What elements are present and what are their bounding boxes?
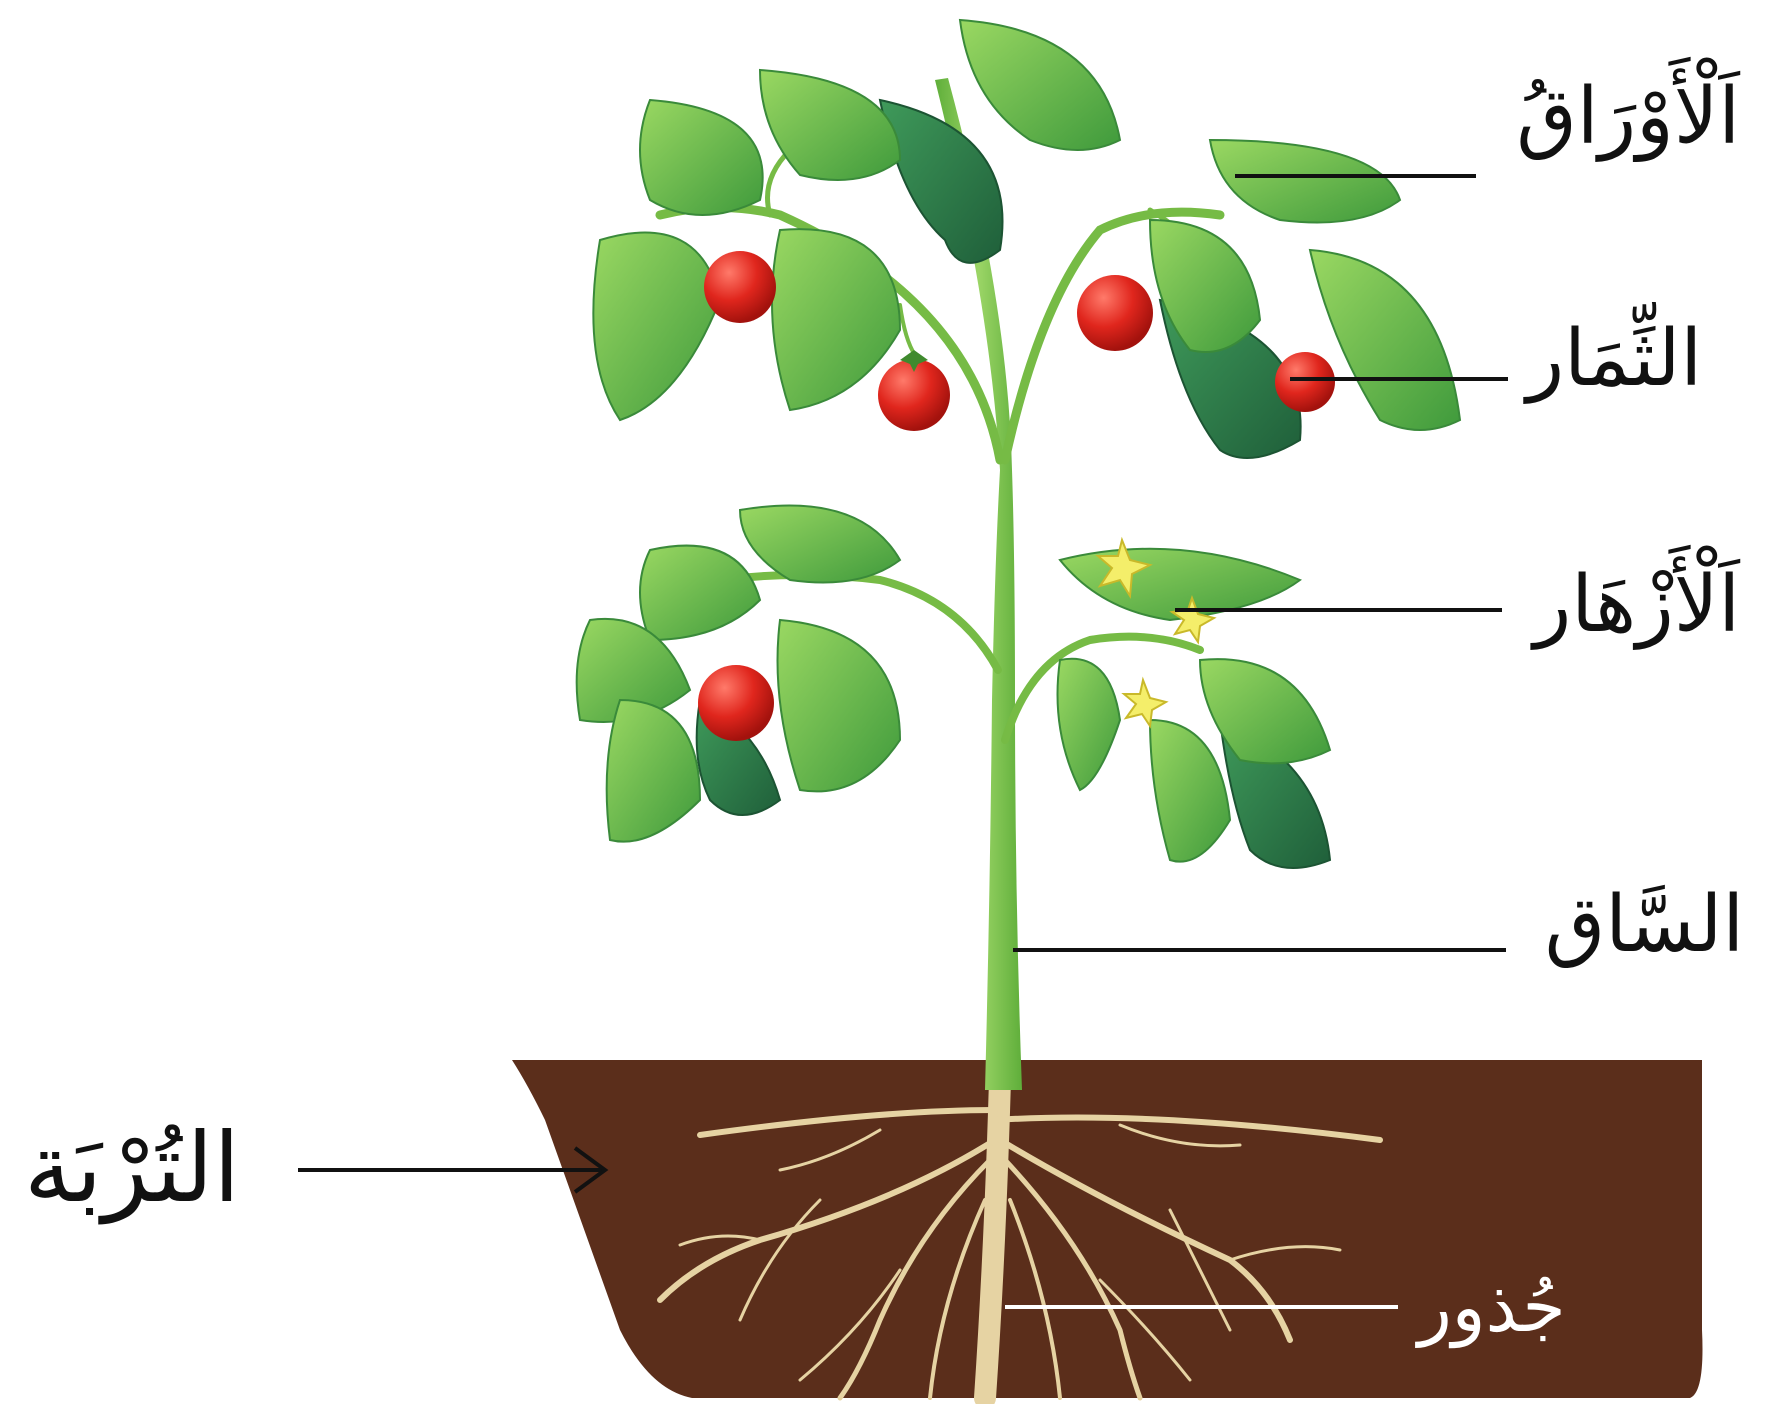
soil-label: التُرْبَة: [24, 1120, 240, 1216]
tomato-fruit: [1077, 275, 1153, 351]
branches: [660, 150, 1220, 740]
flowers-label: اَلْأَزْهَار: [1534, 566, 1740, 644]
roots-label: جُذور: [1418, 1272, 1566, 1342]
stem-label: السَّاق: [1545, 886, 1744, 964]
tomato-fruit: [698, 665, 774, 741]
tomato-fruit: [1275, 352, 1335, 412]
fruits-label: الثِّمَار: [1527, 320, 1703, 398]
tomato-fruit: [704, 251, 776, 323]
leaves-label: اَلْأَوْرَاقُ: [1516, 78, 1740, 156]
flower: [1124, 680, 1166, 726]
